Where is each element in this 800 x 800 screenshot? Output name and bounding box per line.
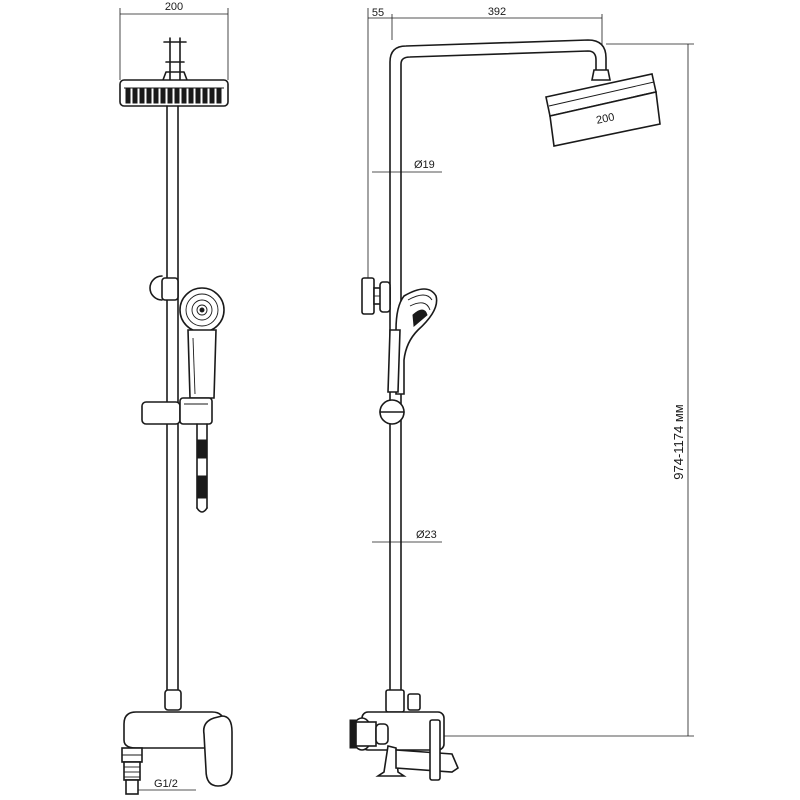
front-inlet-thread-callout: G1/2 bbox=[138, 778, 196, 791]
side-showerhead: 200 bbox=[545, 69, 661, 147]
side-riser-pipe bbox=[389, 39, 607, 701]
side-arm-reach-dimension: 392 bbox=[392, 6, 603, 46]
side-upper-diameter-callout: Ø19 bbox=[372, 159, 442, 173]
side-mixer bbox=[349, 689, 459, 781]
side-slide-knob bbox=[379, 399, 405, 425]
front-showerhead-width-dimension: 200 bbox=[119, 1, 229, 80]
front-view: 200 bbox=[119, 1, 233, 795]
front-slide-holder bbox=[141, 397, 213, 425]
side-height-dimension: 974-1174 мм bbox=[420, 43, 694, 737]
side-arm-reach-label: 392 bbox=[488, 6, 506, 18]
side-height-range-label: 974-1174 мм bbox=[671, 404, 686, 480]
side-lower-diameter-label: Ø23 bbox=[416, 529, 437, 541]
front-hand-shower bbox=[179, 287, 225, 399]
side-view: 55 392 200 Ø19 bbox=[349, 6, 694, 781]
side-hand-shower bbox=[387, 288, 438, 395]
front-upper-bracket bbox=[149, 275, 179, 301]
side-upper-diameter-label: Ø19 bbox=[414, 159, 435, 171]
side-offset-dimension: 55 bbox=[367, 7, 393, 290]
side-lower-diameter-callout: Ø23 bbox=[372, 529, 442, 543]
front-mixer bbox=[121, 689, 233, 795]
side-showerhead-width-label: 200 bbox=[595, 111, 615, 127]
front-showerhead-nozzles bbox=[125, 88, 222, 104]
side-offset-label: 55 bbox=[372, 7, 384, 19]
front-hose bbox=[196, 423, 208, 513]
front-inlet-thread-label: G1/2 bbox=[154, 778, 178, 790]
side-upper-bracket bbox=[361, 277, 391, 315]
front-showerhead bbox=[119, 37, 229, 107]
front-showerhead-width-label: 200 bbox=[165, 1, 183, 13]
